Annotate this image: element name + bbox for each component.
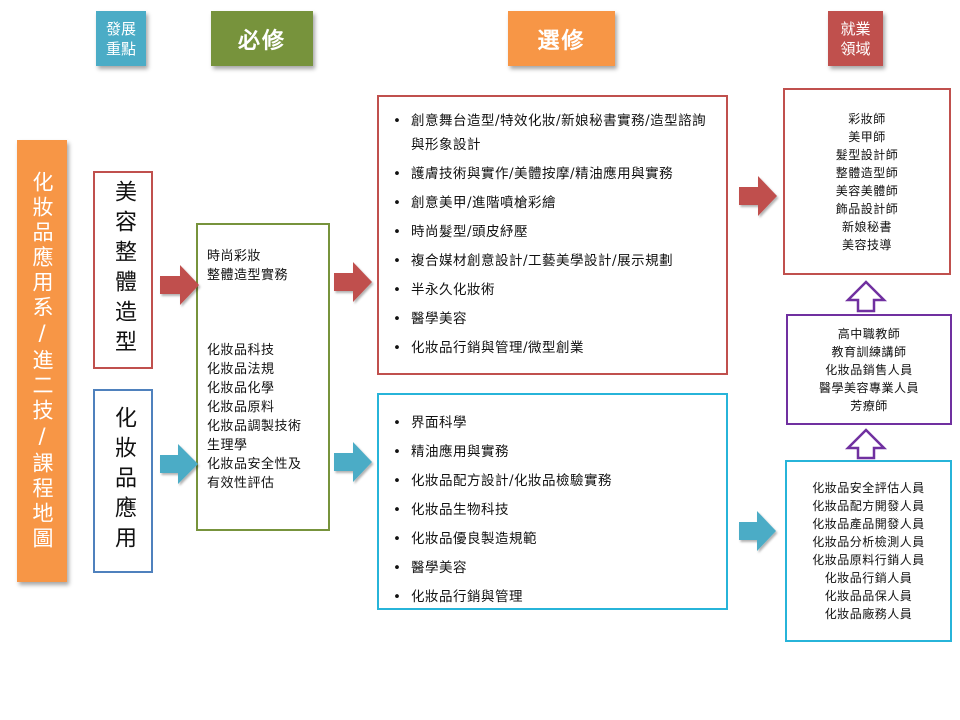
required-course: 化妝品調製技術: [207, 419, 302, 434]
job-item: 整體造型師: [835, 165, 899, 180]
required-courses-box: 時尚彩妝 整體造型實務 化妝品科技 化妝品法規 化妝品化學 化妝品原料 化妝品調…: [196, 223, 330, 531]
elective-item: 創意美甲/進階噴槍彩繪: [387, 191, 714, 215]
elective-item: 創意舞台造型/特效化妝/新娘秘書實務/造型諮詢與形象設計: [387, 109, 714, 157]
job-item: 化妝品安全評估人員: [812, 481, 925, 495]
elective-item: 化妝品行銷與管理: [387, 585, 714, 609]
job-item: 化妝品銷售人員: [825, 362, 913, 377]
job-item: 新娘秘書: [841, 219, 892, 234]
job-item: 彩妝師: [848, 111, 886, 126]
required-group-beauty: 時尚彩妝 整體造型實務: [207, 247, 328, 285]
arrow-right-icon: [160, 265, 199, 305]
job-item: 化妝品品保人員: [824, 589, 913, 603]
job-item: 化妝品原料行銷人員: [812, 553, 925, 567]
electives-cosmetics-box: 界面科學 精油應用與實務 化妝品配方設計/化妝品檢驗實務 化妝品生物科技 化妝品…: [377, 393, 728, 610]
required-course: 化妝品安全性及: [207, 457, 302, 472]
job-item: 美容美體師: [835, 183, 899, 198]
job-item: 髮型設計師: [835, 147, 899, 162]
required-course: 整體造型實務: [207, 268, 289, 283]
arrow-right-icon: [160, 444, 198, 484]
arrow-up-icon: [844, 280, 888, 313]
job-item: 芳療師: [850, 398, 888, 413]
elective-item: 化妝品優良製造規範: [387, 527, 714, 551]
job-item: 化妝品行銷人員: [824, 571, 913, 585]
required-course: 化妝品科技: [207, 343, 275, 358]
job-item: 美甲師: [848, 129, 886, 144]
job-item: 教育訓練講師: [831, 344, 907, 359]
elective-item: 醫學美容: [387, 307, 714, 331]
job-item: 飾品設計師: [835, 201, 899, 216]
arrow-right-icon: [334, 442, 372, 482]
arrow-right-icon: [334, 262, 372, 302]
job-item: 美容技導: [841, 237, 892, 252]
elective-item: 化妝品行銷與管理/微型創業: [387, 336, 714, 360]
job-item: 化妝品廠務人員: [824, 607, 913, 621]
elective-item: 複合媒材創意設計/工藝美學設計/展示規劃: [387, 249, 714, 273]
job-item: 化妝品產品開發人員: [812, 517, 925, 531]
required-course: 生理學: [207, 438, 248, 453]
arrow-right-icon: [739, 176, 777, 216]
electives-beauty-list: 創意舞台造型/特效化妝/新娘秘書實務/造型諮詢與形象設計 護膚技術與實作/美體按…: [387, 109, 714, 360]
arrow-up-icon: [844, 428, 888, 460]
job-item: 化妝品分析檢測人員: [812, 535, 925, 549]
elective-item: 界面科學: [387, 411, 714, 435]
electives-cosmetics-list: 界面科學 精油應用與實務 化妝品配方設計/化妝品檢驗實務 化妝品生物科技 化妝品…: [387, 411, 714, 609]
jobs-cosmetics-box: 化妝品安全評估人員 化妝品配方開發人員 化妝品產品開發人員 化妝品分析檢測人員 …: [785, 460, 952, 642]
job-item: 醫學美容專業人員: [818, 380, 919, 395]
elective-item: 精油應用與實務: [387, 440, 714, 464]
required-course: 有效性評估: [207, 476, 275, 491]
arrow-right-icon: [739, 511, 776, 551]
elective-item: 半永久化妝術: [387, 278, 714, 302]
job-item: 化妝品配方開發人員: [812, 499, 925, 513]
elective-item: 化妝品生物科技: [387, 498, 714, 522]
track-cosmetics: 化妝品應用: [93, 389, 153, 573]
jobs-shared-box: 高中職教師 教育訓練講師 化妝品銷售人員 醫學美容專業人員 芳療師: [786, 314, 952, 425]
track-beauty: 美容整體造型: [93, 171, 153, 369]
elective-item: 醫學美容: [387, 556, 714, 580]
required-course: 化妝品法規: [207, 362, 275, 377]
header-employment: 就業 領域: [828, 11, 883, 66]
required-course: 化妝品化學: [207, 381, 275, 396]
job-item: 高中職教師: [837, 326, 901, 341]
header-required: 必修: [211, 11, 313, 66]
elective-item: 護膚技術與實作/美體按摩/精油應用與實務: [387, 162, 714, 186]
required-group-cosmetics: 化妝品科技 化妝品法規 化妝品化學 化妝品原料 化妝品調製技術 生理學 化妝品安…: [207, 341, 328, 493]
required-course: 時尚彩妝: [207, 249, 262, 264]
jobs-beauty-box: 彩妝師 美甲師 髮型設計師 整體造型師 美容美體師 飾品設計師 新娘秘書 美容技…: [783, 88, 951, 275]
elective-item: 時尚髮型/頭皮紓壓: [387, 220, 714, 244]
curriculum-map-title: 化妝品應用系/進二技/課程地圖: [17, 140, 67, 582]
elective-item: 化妝品配方設計/化妝品檢驗實務: [387, 469, 714, 493]
electives-beauty-box: 創意舞台造型/特效化妝/新娘秘書實務/造型諮詢與形象設計 護膚技術與實作/美體按…: [377, 95, 728, 375]
header-focus: 發展 重點: [96, 11, 146, 66]
required-course: 化妝品原料: [207, 400, 275, 415]
header-elective: 選修: [508, 11, 615, 66]
